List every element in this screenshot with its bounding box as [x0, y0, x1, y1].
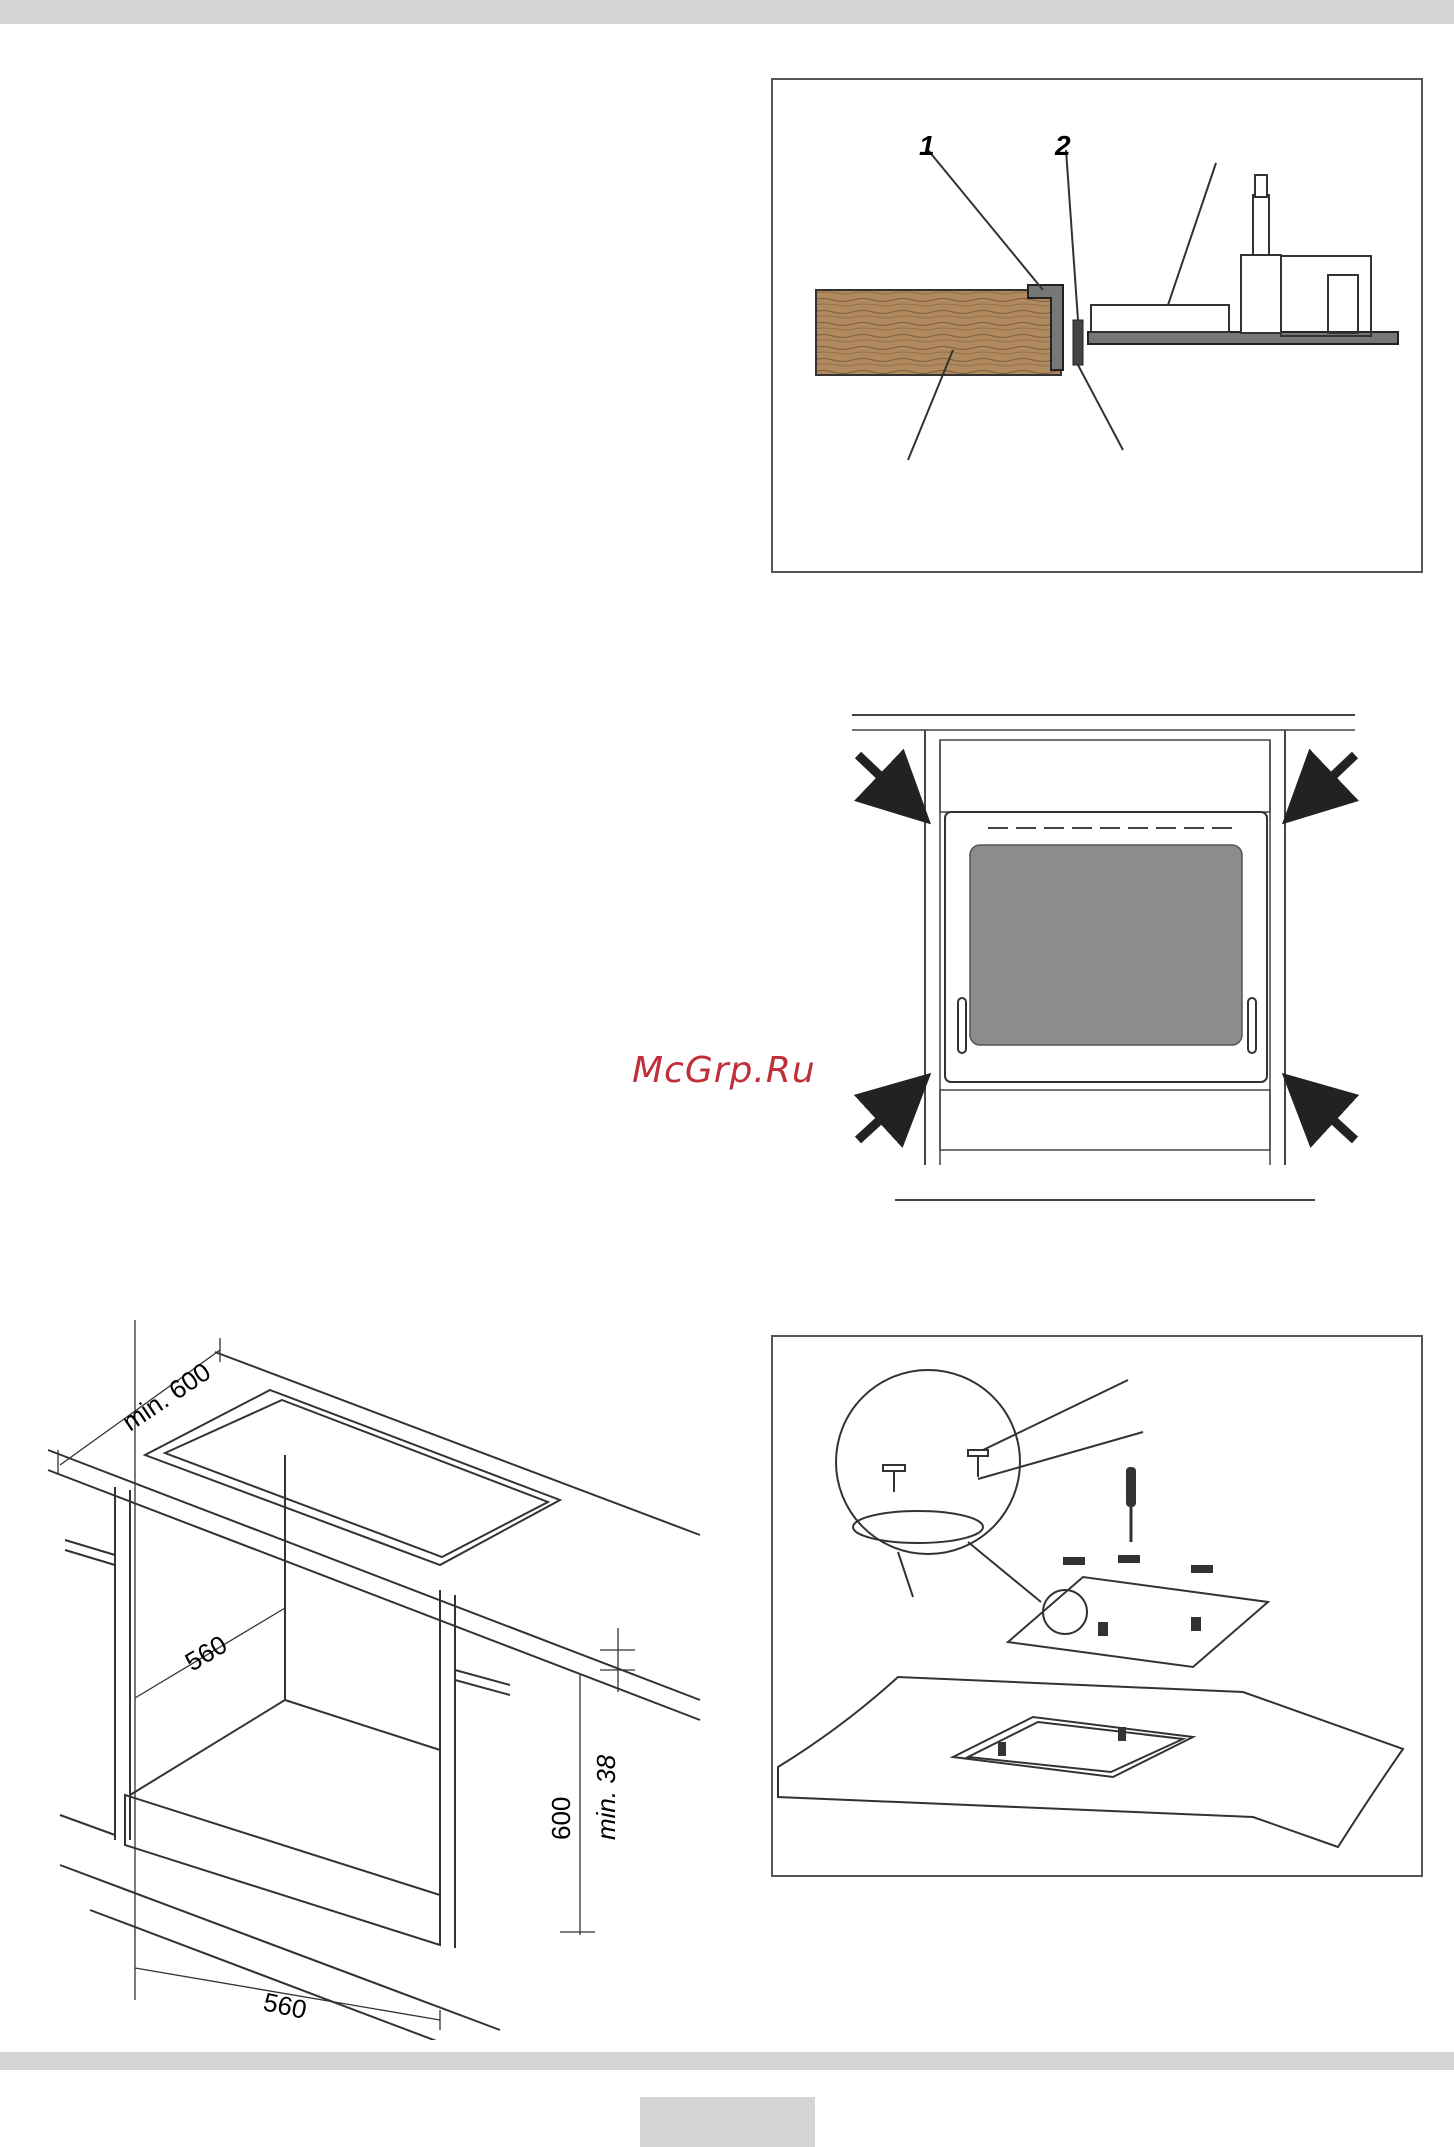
leader-glass — [1168, 163, 1216, 305]
arrow-top-left — [858, 755, 918, 812]
page-number-box — [640, 2097, 815, 2147]
callout-1: 1 — [919, 130, 935, 161]
arrow-bottom-left — [858, 1085, 918, 1140]
label-inner-560: 560 — [180, 1629, 233, 1677]
cabinet-dimensions-drawing: min. 600 560 600 min. 38 560 — [40, 1320, 720, 2040]
zoom-circle — [1043, 1590, 1087, 1634]
figure-hob-clamp: 1 2 — [771, 78, 1423, 573]
worktop-surface — [778, 1677, 1403, 1847]
oven-fixing-drawing — [840, 700, 1380, 1220]
callout-2: 2 — [1054, 130, 1071, 161]
gas-fitting — [1241, 255, 1281, 333]
leader-1 — [928, 150, 1043, 290]
top-panel — [940, 740, 1270, 812]
worktop-front — [48, 1450, 700, 1700]
cabinet-plinth — [125, 1795, 440, 1945]
burner-cap — [1255, 175, 1267, 197]
screw — [1073, 320, 1083, 365]
worktop-cutout — [145, 1390, 560, 1565]
arrow-top-right — [1295, 755, 1355, 812]
hob-glass — [1091, 305, 1229, 332]
cabinet-back-corner — [130, 1455, 285, 1795]
figure-hob-fixing — [771, 1335, 1423, 1877]
watermark-text: McGrp.Ru — [632, 1050, 816, 1091]
hob-fixing-drawing — [773, 1337, 1421, 1875]
detail-hole — [853, 1511, 983, 1543]
oven-window — [970, 845, 1242, 1045]
label-width-560: 560 — [261, 1987, 310, 2025]
hob-side-detail — [1328, 275, 1358, 333]
worktop-wood — [816, 290, 1061, 375]
hob-plate — [1008, 1577, 1268, 1667]
plinth-drawer — [940, 1090, 1270, 1150]
leader-screw — [1078, 365, 1123, 450]
label-height-600: 600 — [546, 1797, 576, 1840]
figure-oven-fixing — [840, 700, 1380, 1220]
arrow-bottom-right — [1295, 1085, 1355, 1140]
bottom-band — [0, 2052, 1454, 2070]
label-min-38: min. 38 — [591, 1754, 621, 1840]
detail-circle — [836, 1370, 1020, 1554]
screwdriver-icon — [1126, 1467, 1136, 1542]
leader-2 — [1066, 150, 1078, 320]
burner-tube — [1253, 195, 1269, 255]
hob-clamp-drawing: 1 2 — [773, 80, 1421, 571]
figure-cabinet-dimensions: min. 600 560 600 min. 38 560 — [40, 1320, 720, 2040]
top-band — [0, 0, 1454, 24]
